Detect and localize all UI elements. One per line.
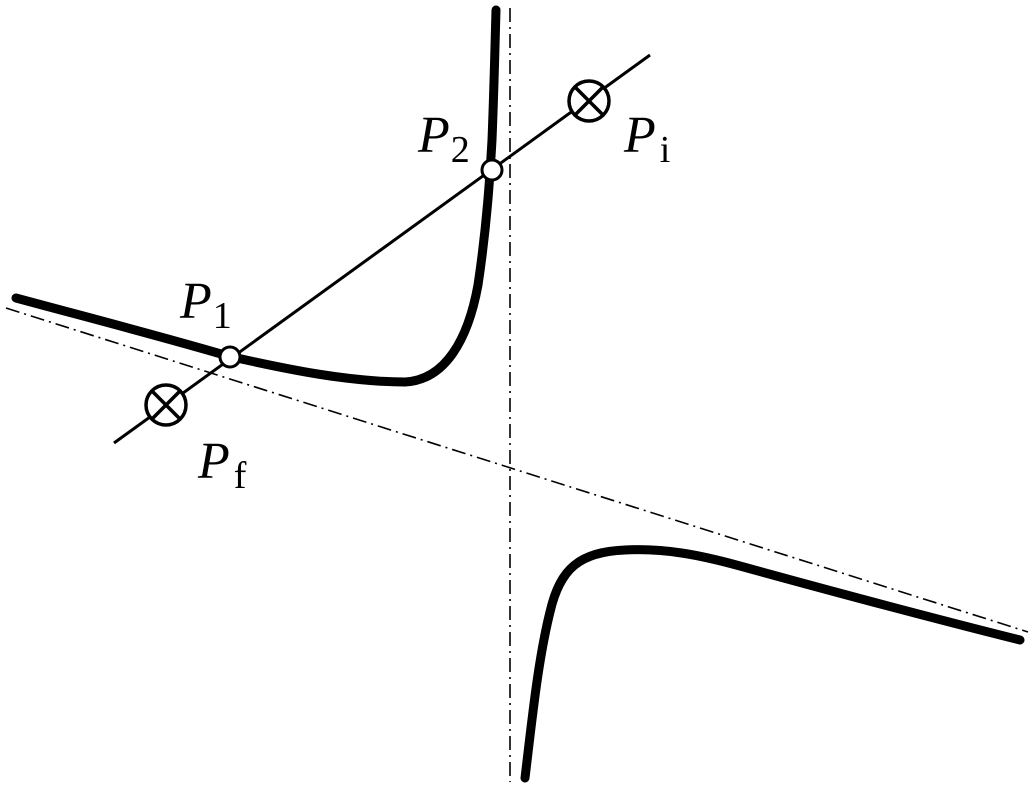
p2-point-marker: [480, 158, 504, 182]
hyperbola: [11, 5, 1025, 783]
pi-circled-cross-icon: [567, 79, 611, 123]
pf-circled-cross-icon: [144, 383, 188, 427]
asymptotes: [5, 8, 1029, 782]
pi-label-symbol: P: [623, 107, 656, 164]
p2-label-symbol: P: [417, 107, 450, 164]
slanted-asymptote: [5, 307, 1029, 633]
p2-label-subscript: 2: [451, 129, 470, 171]
p1-label: P1: [179, 273, 232, 337]
secant-line: [113, 53, 651, 445]
pf-label-symbol: P: [197, 433, 230, 490]
pi-label-subscript: i: [660, 129, 671, 171]
p1-label-symbol: P: [179, 273, 212, 330]
hyperbola-upper-left-branch: [11, 5, 501, 387]
pf-label-subscript: f: [234, 455, 247, 497]
p2-label: P2: [417, 107, 470, 171]
p1-point-marker: [218, 345, 242, 369]
hyperbola-lower-right-branch: [520, 545, 1025, 783]
p1-label-subscript: 1: [213, 295, 232, 337]
